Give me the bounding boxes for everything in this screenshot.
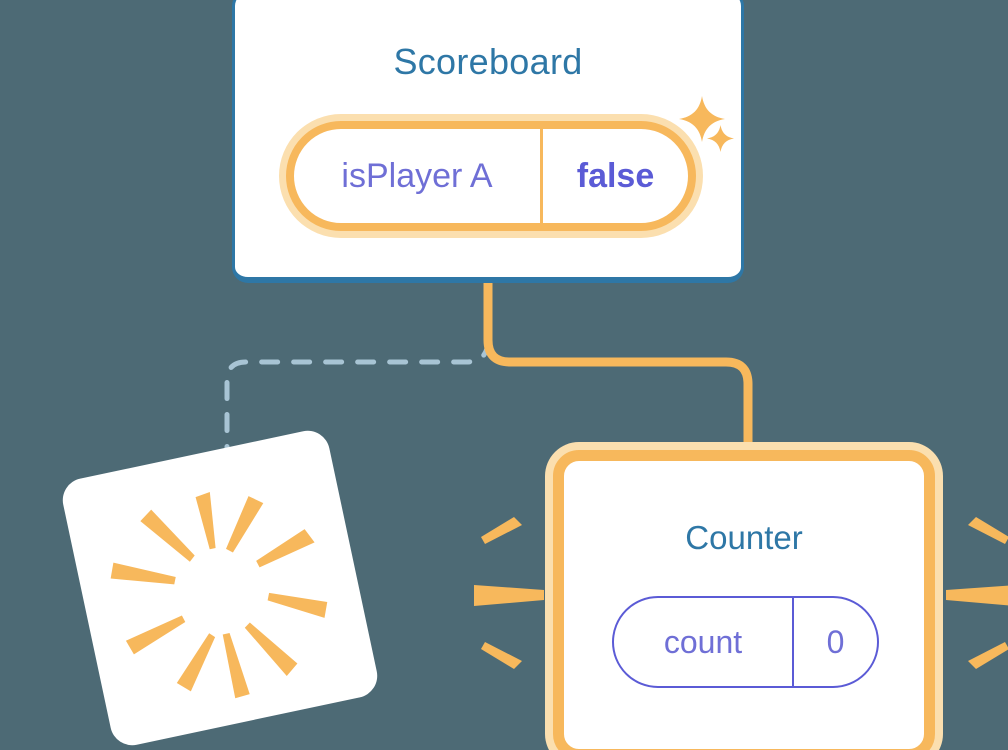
counter-property-value: 0 <box>792 598 877 686</box>
counter-card[interactable]: Counter count 0 <box>553 450 935 750</box>
sparkle-small-icon <box>707 125 734 152</box>
connector-scoreboard-to-counter <box>483 280 753 470</box>
counter-burst-rays-right-icon <box>946 517 1008 669</box>
counter-burst-rays-left-icon <box>474 517 544 669</box>
scoreboard-card-title: Scoreboard <box>393 41 583 82</box>
counter-property-key: count <box>663 623 743 660</box>
burst-rays-icon <box>110 492 328 699</box>
scoreboard-card[interactable]: Scoreboard isPlayer A false <box>232 0 744 283</box>
counter-card-title: Counter <box>685 519 803 556</box>
counter-property-pill[interactable]: count 0 <box>612 596 879 688</box>
burst-card[interactable] <box>58 426 382 750</box>
scoreboard-property-pill[interactable]: isPlayer A false <box>286 121 696 231</box>
scoreboard-property-value: false <box>540 129 688 223</box>
scoreboard-property-key: isPlayer A <box>341 156 493 195</box>
sparkle-large-icon <box>679 96 725 142</box>
